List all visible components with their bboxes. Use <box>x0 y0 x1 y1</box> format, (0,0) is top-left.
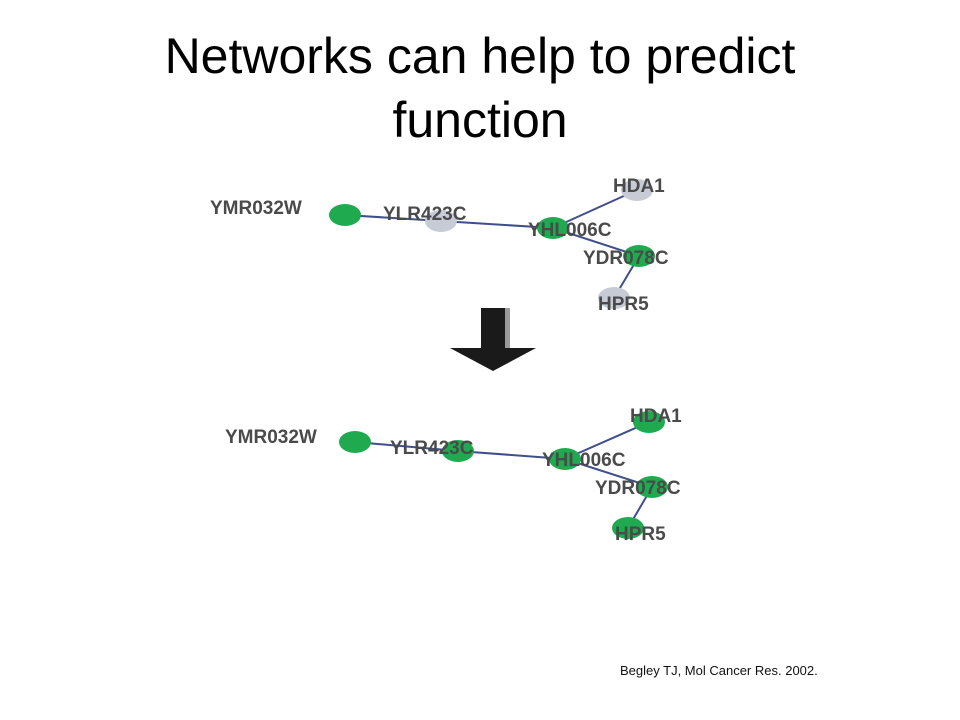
edge-yhl006c-ydr078c <box>564 458 653 488</box>
node-ymr032w-known <box>329 204 361 226</box>
citation: Begley TJ, Mol Cancer Res. 2002. <box>620 663 818 678</box>
node-hda1-known <box>633 411 665 433</box>
slide-title-line-2: function <box>392 92 568 148</box>
node-ylr423c-known <box>442 440 474 462</box>
node-hpr5-known <box>612 517 644 539</box>
edge-ymr032w-ylr423c <box>354 441 459 452</box>
node-yhl006c-known <box>549 448 581 470</box>
node-label-hpr5: HPR5 <box>598 294 649 315</box>
node-label-ydr078c: YDR078C <box>595 478 681 499</box>
slide-title: Networks can help to predict function <box>0 24 960 152</box>
down-arrow-icon <box>448 306 538 372</box>
node-ydr078c-known <box>623 245 655 267</box>
edge-ylr423c-yhl006c <box>440 220 554 229</box>
edge-ylr423c-yhl006c <box>457 450 566 460</box>
slide-title-line-1: Networks can help to predict <box>164 28 796 84</box>
node-label-hda1: HDA1 <box>613 176 665 197</box>
node-label-ymr032w: YMR032W <box>225 427 317 448</box>
node-label-hpr5: HPR5 <box>615 524 666 545</box>
node-ylr423c-unknown <box>425 210 457 232</box>
node-label-yhl006c: YHL006C <box>528 220 612 241</box>
edge-yhl006c-hda1 <box>552 189 638 229</box>
node-label-ylr423c: YLR423C <box>390 438 474 459</box>
node-label-yhl006c: YHL006C <box>542 450 626 471</box>
node-label-hda1: HDA1 <box>630 406 682 427</box>
node-label-ylr423c: YLR423C <box>383 204 467 225</box>
edge-yhl006c-hda1 <box>564 421 650 460</box>
node-ymr032w-known <box>339 431 371 453</box>
node-yhl006c-known <box>537 217 569 239</box>
node-label-ydr078c: YDR078C <box>583 248 669 269</box>
node-label-ymr032w: YMR032W <box>210 198 302 219</box>
node-hpr5-unknown <box>598 287 630 309</box>
node-hda1-unknown <box>621 179 653 201</box>
node-ydr078c-known <box>636 476 668 498</box>
edge-ymr032w-ylr423c <box>344 214 442 222</box>
